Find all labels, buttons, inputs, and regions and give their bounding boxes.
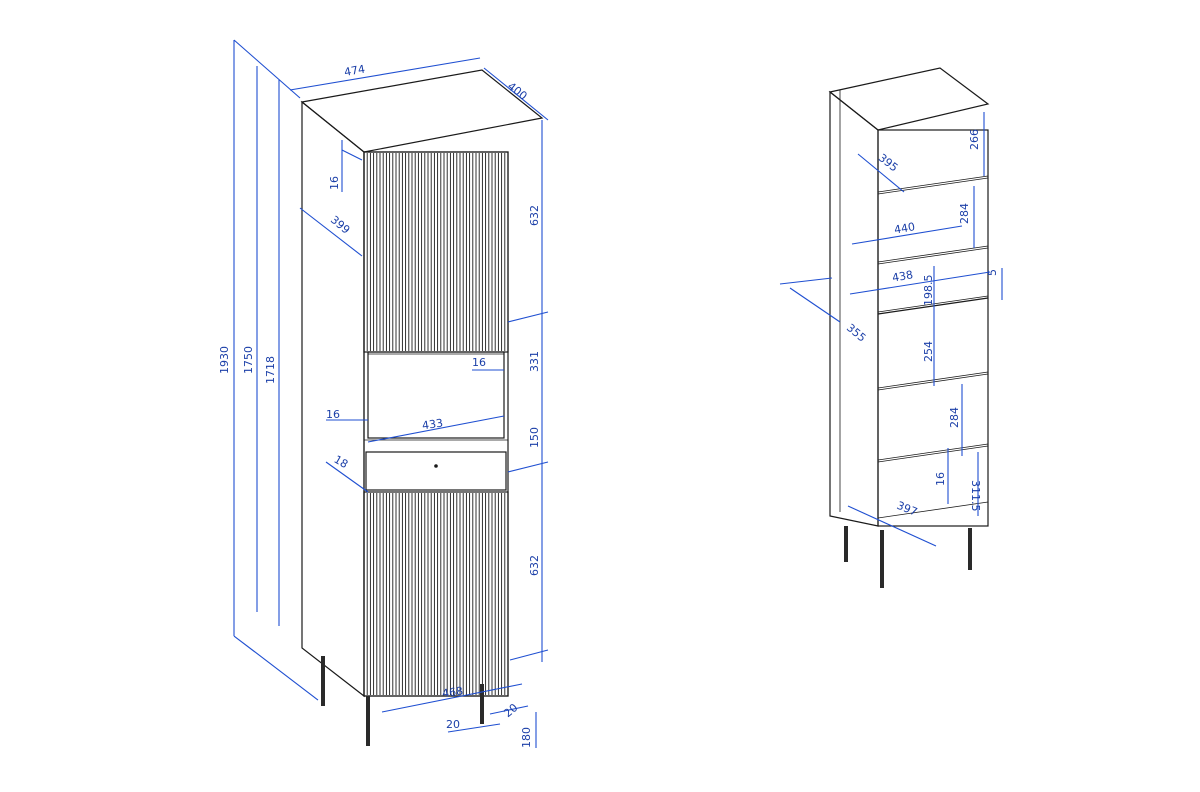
right-front-frame	[877, 129, 989, 527]
label-depth: 400	[505, 80, 530, 103]
label-shelf-5: 284	[948, 407, 961, 428]
shelf-1b	[877, 177, 989, 195]
shelf-4	[877, 371, 989, 389]
shelf-5b	[877, 445, 989, 463]
label-upper-door: 632	[528, 205, 541, 226]
left-leg-front-left	[366, 696, 370, 746]
left-cabinet	[300, 69, 544, 746]
shelf-3b	[877, 297, 989, 315]
label-base-width: 468	[441, 685, 464, 701]
label-open-niche: 331	[528, 351, 541, 372]
label-side-depth-r: 355	[844, 321, 868, 344]
label-height-inner: 1718	[264, 356, 277, 384]
right-cabinet	[828, 67, 990, 588]
label-shelf-2: 284	[958, 203, 971, 224]
label-width: 474	[343, 63, 366, 79]
label-thickness: 5	[986, 269, 999, 276]
left-labels: 474 400 1930 1750 1718 16 399 632 331 16…	[218, 63, 541, 748]
label-shelf-4: 254	[922, 341, 935, 362]
left-dimensions	[233, 39, 549, 748]
label-leg-height: 180	[520, 727, 533, 748]
shelf-2b	[877, 247, 989, 265]
shelf-3	[877, 295, 989, 313]
label-width-inner: 440	[893, 220, 916, 236]
right-leg-front-right	[968, 528, 972, 570]
left-leg-front-right	[480, 684, 484, 724]
drawer-knob	[434, 464, 438, 468]
right-leg-back	[844, 526, 848, 562]
shelf-2	[877, 245, 989, 263]
label-top-shelf: 266	[968, 129, 981, 150]
upper-door-outline	[363, 151, 509, 353]
label-gap-1: 198.5	[922, 275, 935, 307]
label-niche-side: 16	[472, 356, 486, 369]
label-bottom-space: 311.5	[969, 480, 982, 512]
label-height-total: 1930	[218, 346, 231, 374]
label-leg-inset-a: 20	[446, 718, 460, 731]
label-niche-width: 433	[421, 417, 444, 433]
lower-door-outline	[363, 491, 509, 697]
lower-slatted-door	[366, 493, 509, 695]
label-top-gap: 16	[328, 176, 341, 190]
open-niche	[367, 351, 505, 439]
shelf-4b	[877, 373, 989, 391]
shelf-1	[877, 175, 989, 193]
drawer-front	[365, 451, 507, 491]
upper-slatted-door	[366, 153, 509, 351]
label-lower-door: 632	[528, 555, 541, 576]
label-shelf-width: 438	[891, 268, 914, 284]
left-leg-back	[321, 656, 325, 706]
right-side-panel	[829, 90, 879, 527]
label-depth-1: 395	[876, 151, 901, 174]
shelf-bottom	[877, 501, 989, 519]
label-drawer: 150	[528, 427, 541, 448]
label-base-depth: 397	[895, 499, 919, 519]
right-top-face	[828, 67, 990, 131]
right-leg-front-left	[880, 530, 884, 588]
label-leg-inset-b: 20	[501, 701, 520, 720]
left-side-panel	[301, 100, 365, 698]
shelf-5	[877, 443, 989, 461]
label-drawer-depth: 18	[332, 453, 351, 471]
label-height-body: 1750	[242, 346, 255, 374]
label-plinth: 16	[934, 472, 947, 486]
label-niche-left: 16	[326, 408, 340, 421]
right-dimensions	[779, 112, 1003, 547]
